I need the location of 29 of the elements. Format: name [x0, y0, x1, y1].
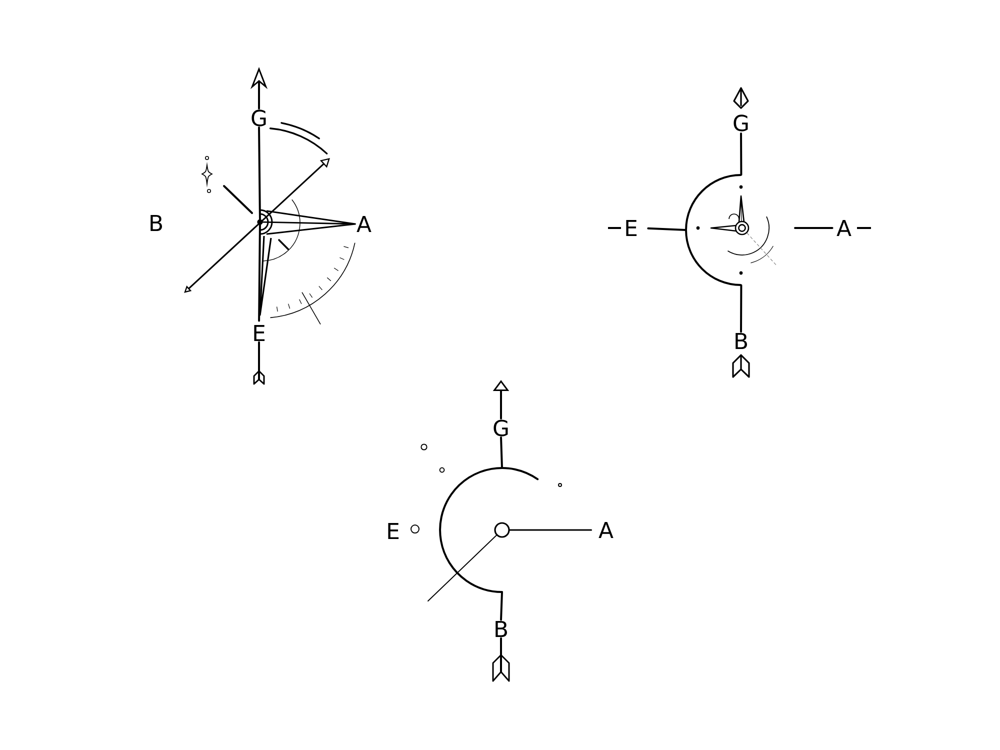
point-label: G [252, 110, 266, 126]
pivot-arc [257, 209, 273, 235]
pointer-needle [262, 210, 356, 235]
connector-line [428, 534, 497, 602]
point-label: E [254, 324, 265, 342]
connector-line [258, 224, 261, 322]
point-label: G [494, 420, 508, 436]
point-label: B [736, 332, 747, 350]
hub-circle [494, 522, 510, 538]
connector-line [794, 227, 834, 229]
point-label: A [356, 216, 372, 232]
open-arc [439, 467, 539, 593]
arrow [253, 341, 265, 385]
point-label: A [836, 220, 852, 236]
point-label: G [734, 114, 748, 132]
connector-line [740, 132, 742, 176]
point-label: B [496, 620, 507, 638]
connector-line [647, 227, 687, 231]
point-label: E [388, 522, 399, 540]
point-label: A [598, 522, 614, 538]
point-label: B [150, 214, 162, 232]
point-label: E [626, 220, 637, 236]
connector-line [500, 436, 503, 469]
connector-line [509, 529, 592, 531]
semicircle [685, 174, 742, 286]
connector-line [258, 126, 261, 220]
connector-line [500, 591, 503, 621]
arrow [492, 637, 510, 682]
connector-line [740, 284, 742, 333]
